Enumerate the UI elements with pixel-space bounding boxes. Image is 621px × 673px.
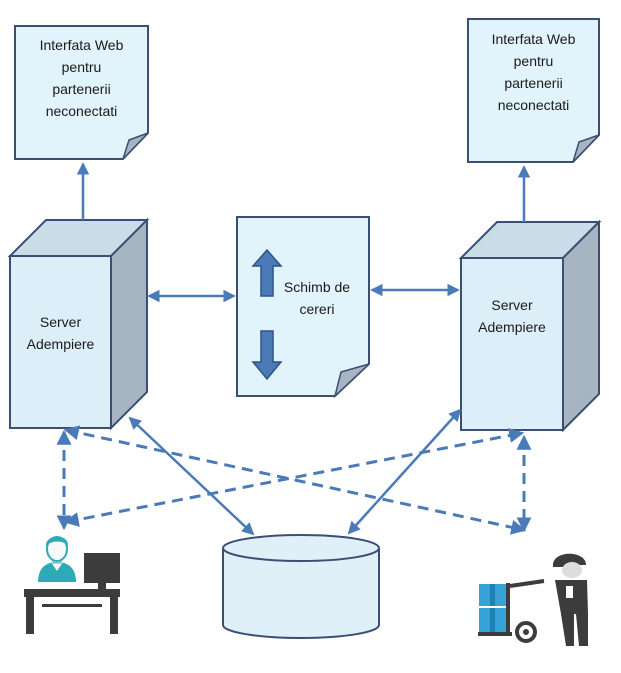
web-interface-left-document <box>14 25 149 160</box>
database-icon <box>222 534 380 639</box>
arrow-server-right-database <box>347 408 462 535</box>
computer-user-icon <box>24 536 120 634</box>
arrow-server-left-database <box>128 416 255 536</box>
dashed-arrow-user-server-right <box>63 428 525 527</box>
exchange-document <box>236 216 370 399</box>
down-arrow-icon <box>251 330 283 381</box>
delivery-worker-icon <box>478 553 588 646</box>
web-interface-right-document <box>467 18 600 163</box>
server-right-box <box>458 219 602 433</box>
server-right-label: Server Adempiere <box>478 297 546 335</box>
web-interface-right-label: Interfata Web pentru partenerii neconect… <box>491 31 576 113</box>
server-left-label: Server Adempiere <box>26 314 95 352</box>
server-left-box <box>7 217 150 431</box>
web-interface-left-label: Interfata Web pentru partenerii neconect… <box>39 37 124 119</box>
exchange-label: Schimb de cereri <box>283 279 351 317</box>
dashed-connectors <box>56 425 532 535</box>
up-arrow-icon <box>251 248 283 297</box>
